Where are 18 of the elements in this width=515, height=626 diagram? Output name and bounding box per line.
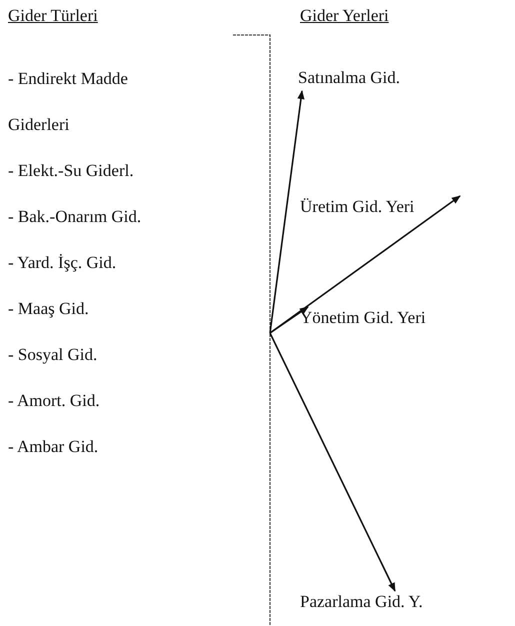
cost-center-label: Üretim Gid. Yeri <box>300 197 416 217</box>
cost-type-item: - Amort. Gid. <box>8 390 101 412</box>
cost-type-item: - Elekt.-Su Giderl. <box>8 160 135 182</box>
cost-type-item: - Bak.-Onarım Gid. <box>8 206 142 228</box>
column-heading: Gider Yerleri <box>300 6 389 26</box>
cost-type-item: - Sosyal Gid. <box>8 344 98 366</box>
cost-center-label: Yönetim Gid. Yeri <box>300 308 427 328</box>
arrow <box>270 195 461 334</box>
cost-type-item: - Maaş Gid. <box>8 298 90 320</box>
arrow <box>269 332 396 592</box>
cost-center-label: Pazarlama Gid. Y. <box>300 592 424 612</box>
cost-type-item: - Endirekt Madde Giderleri <box>8 68 129 136</box>
arrow <box>269 90 304 334</box>
cost-center-label: Satınalma Gid. <box>298 68 401 88</box>
column-heading: Gider Türleri <box>8 6 98 26</box>
cost-type-item: - Ambar Gid. <box>8 436 100 458</box>
cost-type-item: - Yard. İşç. Gid. <box>8 252 118 274</box>
arrow <box>270 306 309 334</box>
